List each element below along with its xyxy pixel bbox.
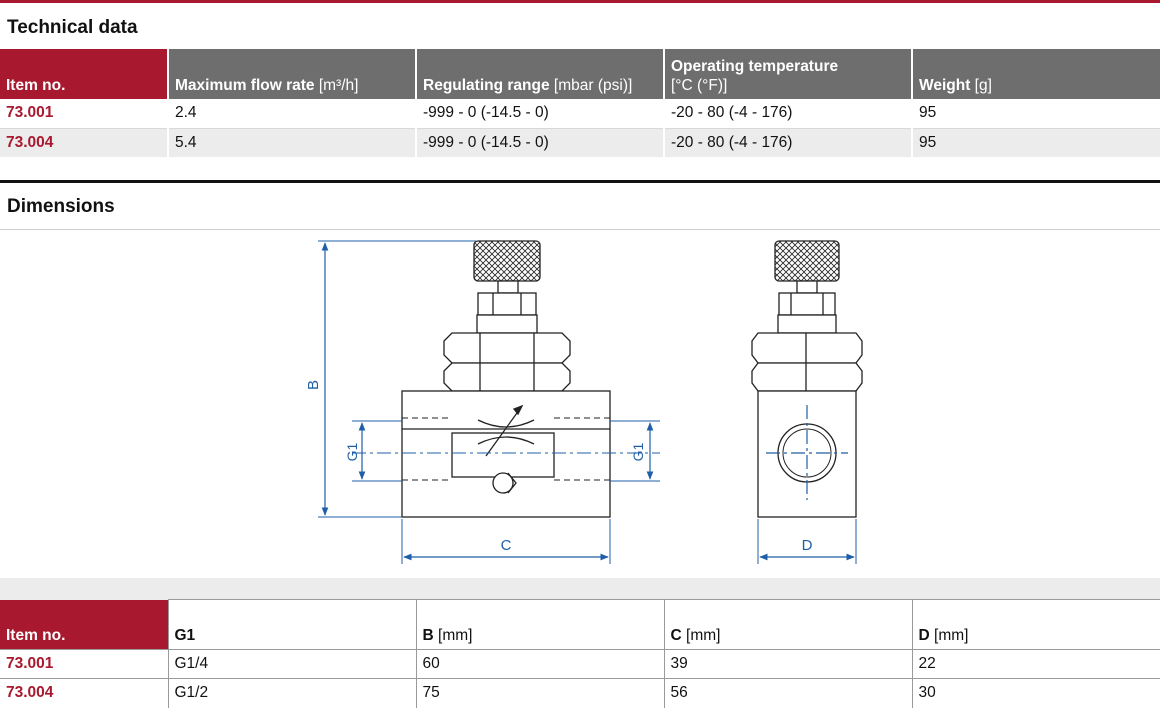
table-row: 73.004 G1/2 75 56 30 [0, 678, 1160, 708]
section-divider [0, 180, 1160, 183]
label-d: D [802, 537, 813, 554]
cell-flow: 5.4 [167, 128, 416, 157]
table-row: 73.001 G1/4 60 39 22 [0, 649, 1160, 679]
cell-weight: 95 [911, 99, 1160, 129]
label-b: B [305, 380, 322, 390]
table-header-row: Item no. Maximum flow rate [m³/h] Regula… [0, 49, 1160, 99]
cell-b: 60 [415, 649, 664, 679]
table-row: 73.001 2.4 -999 - 0 (-14.5 - 0) -20 - 80… [0, 99, 1160, 129]
header-item-no: Item no. [0, 599, 168, 650]
table-row: 73.004 5.4 -999 - 0 (-14.5 - 0) -20 - 80… [0, 128, 1160, 157]
cell-range: -999 - 0 (-14.5 - 0) [415, 99, 664, 129]
cell-temp: -20 - 80 (-4 - 176) [663, 99, 912, 129]
cell-flow: 2.4 [167, 99, 416, 129]
cell-g1: G1/4 [167, 649, 416, 679]
technical-data-heading: Technical data [7, 17, 138, 38]
cell-b: 75 [415, 678, 664, 708]
cell-item: 73.004 [0, 678, 168, 708]
cell-temp: -20 - 80 (-4 - 176) [663, 128, 912, 157]
header-b: B [mm] [415, 599, 664, 650]
dimension-d: D [757, 519, 857, 564]
knurled-knob [473, 240, 541, 282]
valve-body [401, 390, 611, 518]
dimension-b: B [305, 240, 476, 518]
valve-dimension-drawing: B C G1 G1 [305, 240, 863, 564]
cell-c: 56 [663, 678, 912, 708]
header-regulating-range: Regulating range [mbar (psi)] [415, 49, 664, 99]
table-header-row: Item no. G1 B [mm] C [mm] D [mm] [0, 599, 1160, 650]
front-view [401, 240, 611, 518]
label-g1-left: G1 [344, 442, 360, 461]
header-weight: Weight [g] [911, 49, 1160, 99]
cell-item: 73.001 [0, 99, 168, 129]
side-centre-lines [766, 405, 848, 500]
dimension-g1-left: G1 [344, 420, 402, 482]
cell-c: 39 [663, 649, 912, 679]
dimensions-heading: Dimensions [7, 196, 115, 217]
dimension-c: C [401, 519, 611, 564]
hex-nut [443, 332, 571, 364]
cell-d: 30 [911, 678, 1160, 708]
dimensions-table: Item no. G1 B [mm] C [mm] D [mm] 73.001 … [0, 599, 1160, 708]
dimension-g1-right: G1 [610, 420, 660, 482]
header-g1: G1 [167, 599, 416, 650]
technical-data-table: Item no. Maximum flow rate [m³/h] Regula… [0, 49, 1160, 157]
header-operating-temp: Operating temperature[°C (°F)] [663, 49, 912, 99]
cell-d: 22 [911, 649, 1160, 679]
header-max-flow: Maximum flow rate [m³/h] [167, 49, 416, 99]
header-d: D [mm] [911, 599, 1160, 650]
cell-item: 73.001 [0, 649, 168, 679]
header-item-no: Item no. [0, 49, 168, 99]
label-g1-right: G1 [630, 442, 646, 461]
top-accent-line [0, 0, 1160, 3]
cell-weight: 95 [911, 128, 1160, 157]
section-spacer [0, 578, 1160, 600]
lock-nut [477, 292, 537, 316]
cell-item: 73.004 [0, 128, 168, 157]
header-c: C [mm] [663, 599, 912, 650]
label-c: C [501, 537, 512, 554]
cell-range: -999 - 0 (-14.5 - 0) [415, 128, 664, 157]
dimension-drawing-area: B C G1 G1 [0, 229, 1160, 579]
cell-g1: G1/2 [167, 678, 416, 708]
hex-nut [443, 362, 571, 392]
